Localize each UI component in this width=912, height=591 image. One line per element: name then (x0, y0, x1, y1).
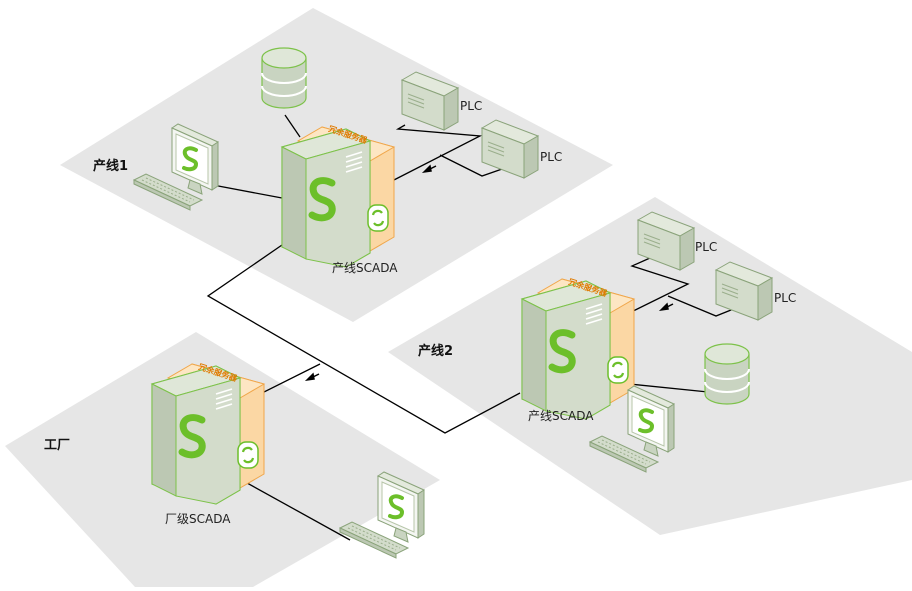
database-icon (261, 47, 307, 109)
plc-label: PLC (695, 240, 717, 254)
server-icon[interactable] (152, 364, 264, 504)
zone-line2-plane (388, 197, 912, 535)
plc-label: PLC (774, 291, 796, 305)
server-icon[interactable] (522, 279, 634, 419)
database-icon (704, 343, 750, 405)
zone-line2-label: 产线2 (418, 343, 453, 359)
zone-factory-label: 工厂 (44, 438, 70, 453)
scada-line2-label: 产线SCADA (528, 409, 594, 423)
scada-line1-label: 产线SCADA (332, 261, 398, 275)
scada-factory-label: 厂级SCADA (165, 512, 231, 526)
server-icon[interactable] (282, 127, 394, 267)
data-flow-arrows (304, 164, 674, 382)
plc-label: PLC (460, 99, 482, 113)
plc-label: PLC (540, 150, 562, 164)
zone-line1-label: 产线1 (93, 158, 128, 174)
